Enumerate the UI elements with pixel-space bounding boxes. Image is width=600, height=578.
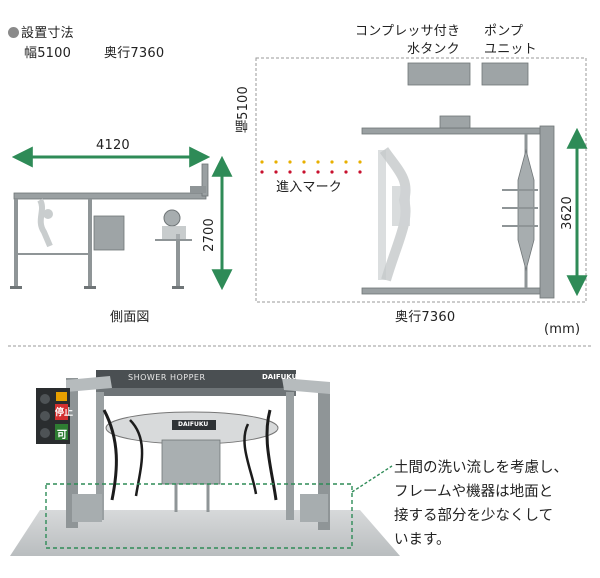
center-plate: DAIFUKU <box>178 421 209 428</box>
maker-plate: DAIFUKU <box>262 373 298 381</box>
signal-stop-text: 停止 <box>55 408 74 418</box>
pump-unit-box <box>481 62 529 86</box>
machine-photo <box>10 370 400 556</box>
ground-contact-highlight <box>45 483 353 549</box>
note-text: 土間の洗い流しを考慮し、 フレームや機器は地面と 接する部分を少なくして います… <box>394 456 568 552</box>
tank-label-1: コンプレッサ付き <box>355 24 461 39</box>
note-line-3: 接する部分を少なくして <box>394 508 554 524</box>
overall-width: 幅5100 <box>24 46 72 61</box>
signal-go-text: 可 <box>57 430 67 441</box>
signal-go-panel <box>55 424 68 440</box>
note-leader-line <box>351 465 393 493</box>
top-depth-outer-value: 奥行7360 <box>395 310 456 325</box>
top-view-drawing <box>255 57 588 303</box>
section-title: 設置寸法 <box>8 22 74 41</box>
entry-marks <box>260 160 362 174</box>
brand-plate: SHOWER HOPPER <box>128 373 206 382</box>
tank-label-2: 水タンク <box>407 42 460 57</box>
side-view-caption: 側面図 <box>110 310 150 325</box>
side-view-drawing <box>10 146 233 291</box>
note-line-1: 土間の洗い流しを考慮し、 <box>394 460 568 476</box>
water-tank-box <box>407 62 471 86</box>
pump-label-1: ポンプ <box>484 24 524 39</box>
note-line-4: います。 <box>394 532 451 548</box>
pump-label-2: ユニット <box>484 42 537 57</box>
signal-stop-panel <box>55 404 68 420</box>
bullet-icon <box>8 27 19 38</box>
overall-depth: 奥行7360 <box>104 46 165 61</box>
entry-mark-label: 進入マーク <box>276 180 343 195</box>
layout-outline <box>255 57 587 303</box>
note-line-2: フレームや機器は地面と <box>394 484 554 500</box>
unit-label: (mm) <box>544 322 581 337</box>
